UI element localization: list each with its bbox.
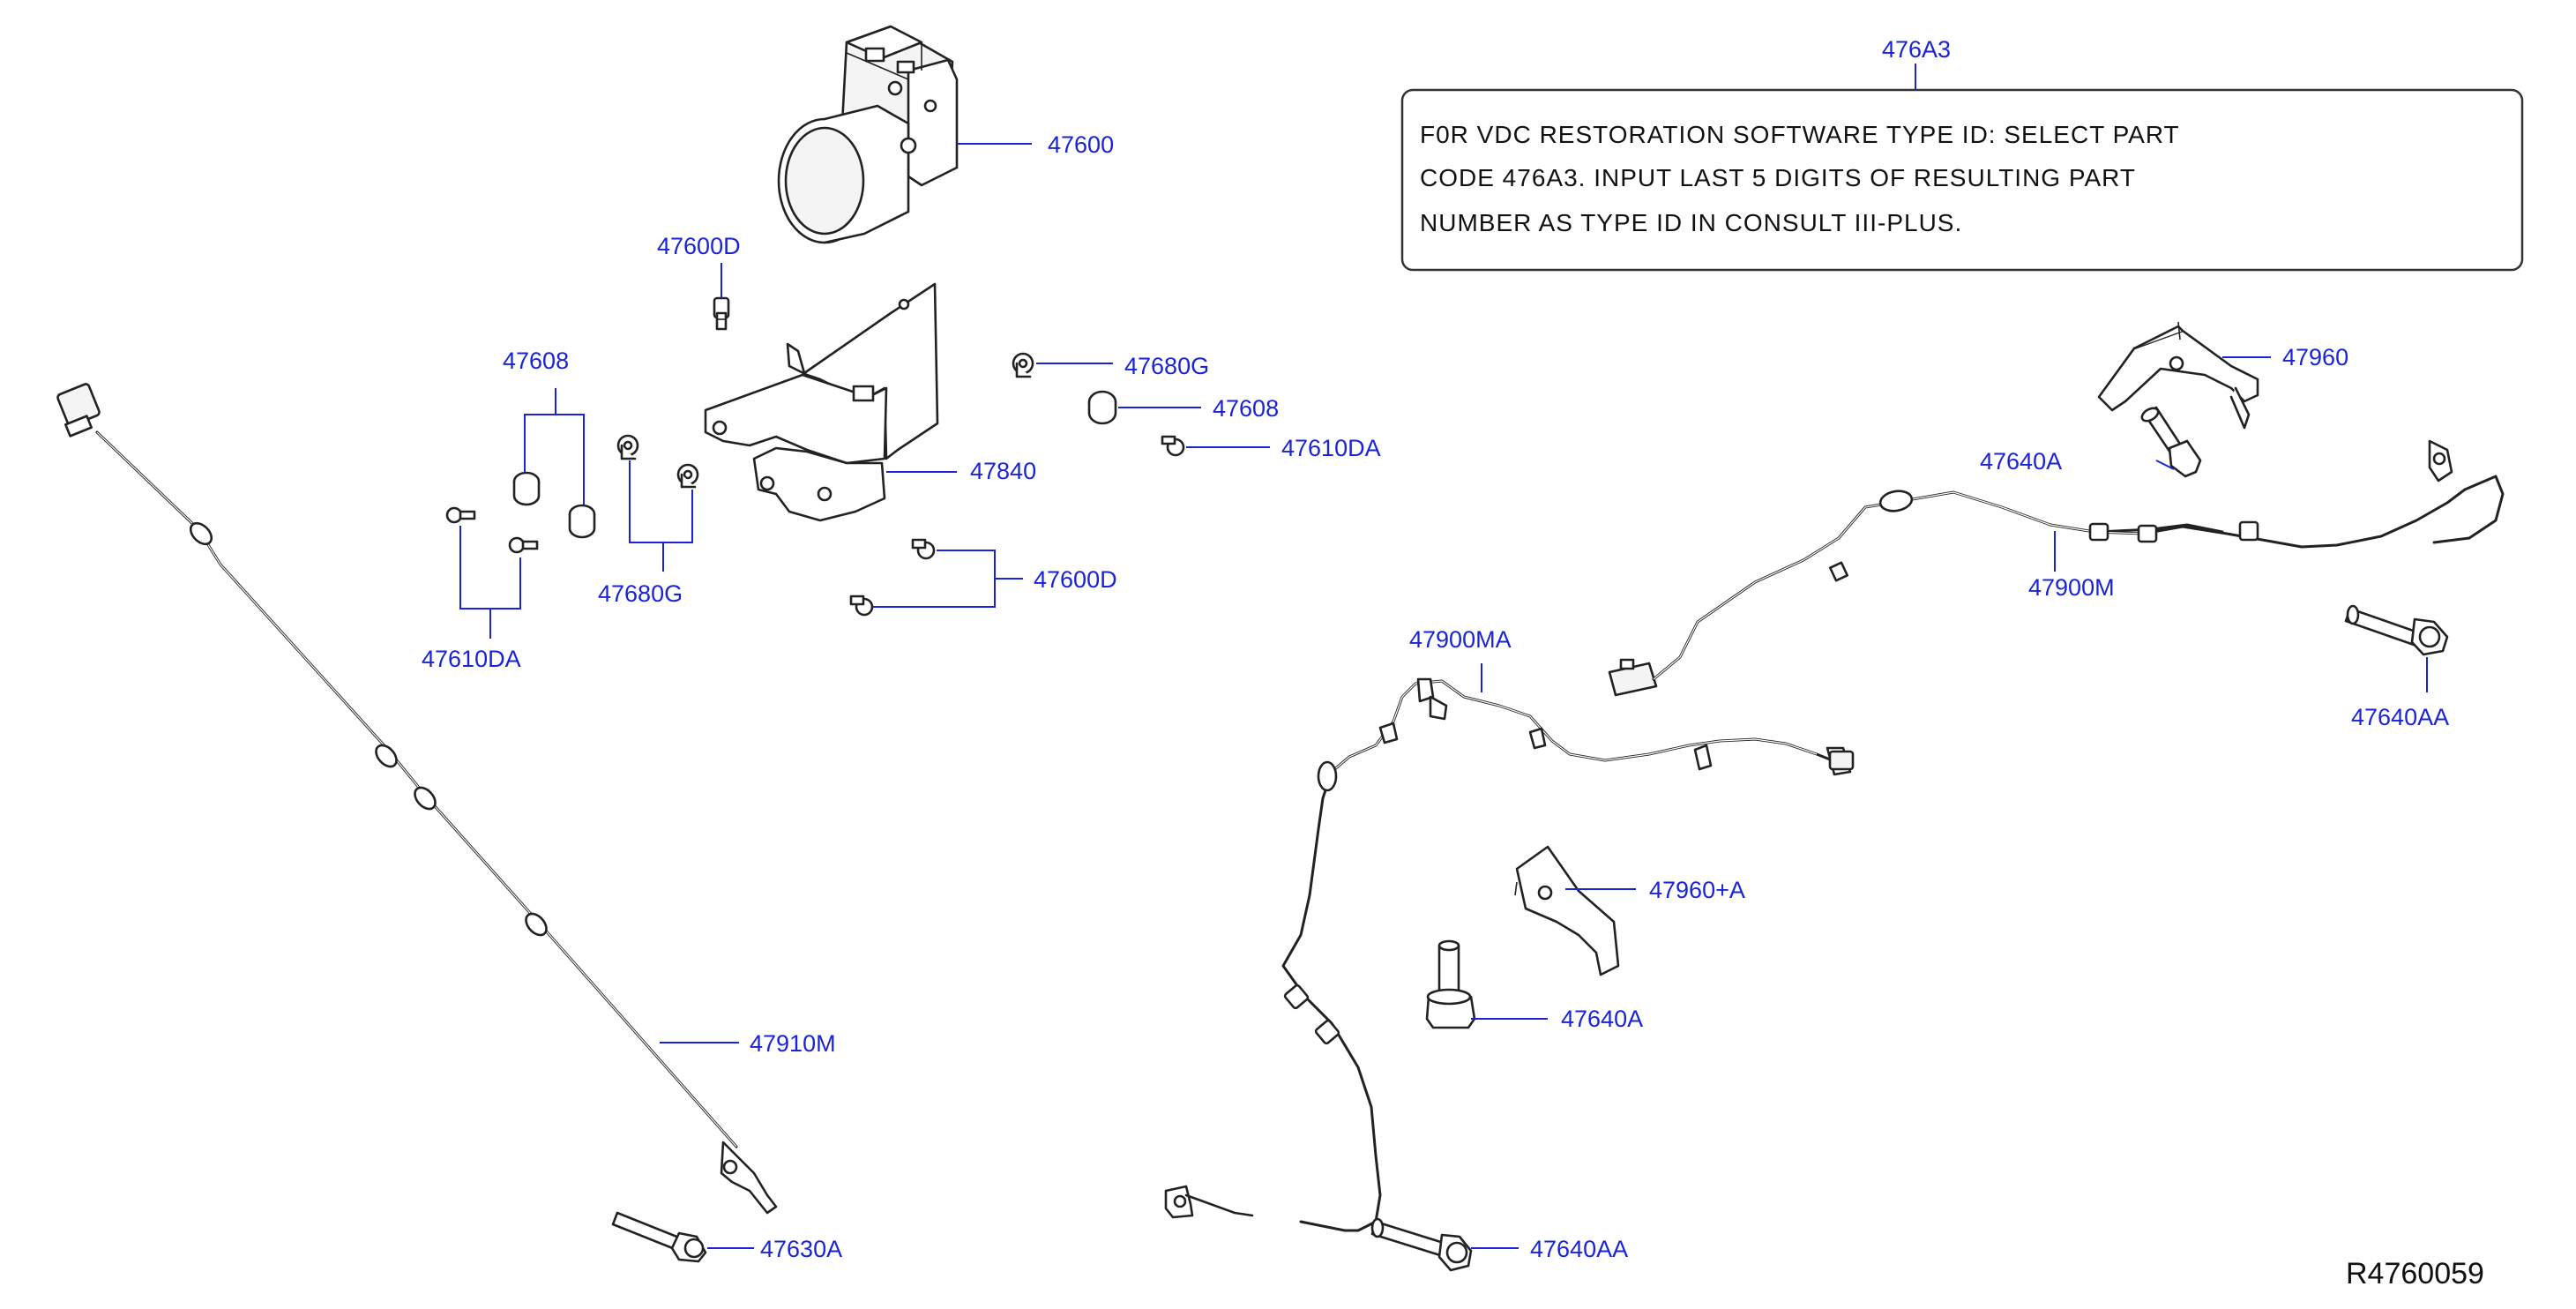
callout-47610DA-right[interactable]: 47610DA bbox=[1281, 435, 1381, 461]
bolt-47640A-top bbox=[2140, 406, 2202, 478]
callout-47680G-right[interactable]: 47680G bbox=[1124, 353, 1209, 379]
callout-47600[interactable]: 47600 bbox=[1048, 131, 1114, 158]
callout-47960A[interactable]: 47960+A bbox=[1649, 877, 1745, 903]
callout-47600D-top[interactable]: 47600D bbox=[657, 233, 741, 259]
bolt-47640A-bottom bbox=[1425, 939, 1476, 1029]
callout-47640A-top[interactable]: 47640A bbox=[1980, 448, 2062, 475]
callout-47600D-bottom[interactable]: 47600D bbox=[1034, 566, 1117, 593]
bolt-47640AA-bottom bbox=[1370, 1217, 1473, 1272]
bolt-47610DA-right bbox=[1161, 435, 1185, 457]
clips-47680G-left bbox=[616, 434, 699, 489]
sensor-harness-47910M bbox=[56, 383, 778, 1215]
sensor-harness-47900MA bbox=[1164, 677, 1855, 1232]
bolts-47600D-bottom bbox=[849, 538, 936, 617]
bracket-47960 bbox=[2097, 321, 2259, 430]
bushing-47608-right bbox=[1087, 390, 1117, 425]
bolt-47640AA-right bbox=[2344, 604, 2449, 656]
callout-47640A-bottom[interactable]: 47640A bbox=[1561, 1006, 1643, 1032]
diagram-reference-number: R4760059 bbox=[2346, 1257, 2484, 1290]
callout-47640AA-bottom[interactable]: 47640AA bbox=[1530, 1236, 1628, 1262]
sensor-harness-47900M bbox=[1608, 439, 2505, 697]
note-box: 476A3 F0R VDC RESTORATION SOFTWARE TYPE … bbox=[1400, 36, 2524, 272]
note-line-2: CODE 476A3. INPUT LAST 5 DIGITS OF RESUL… bbox=[1420, 164, 2136, 191]
callout-47910M[interactable]: 47910M bbox=[750, 1030, 836, 1057]
callout-47610DA-left[interactable]: 47610DA bbox=[422, 646, 521, 672]
bushings-47608-left bbox=[512, 471, 596, 539]
callout-47608-right[interactable]: 47608 bbox=[1213, 395, 1279, 422]
callout-47960[interactable]: 47960 bbox=[2282, 344, 2348, 370]
callout-47840[interactable]: 47840 bbox=[970, 458, 1036, 484]
clip-47680G-right bbox=[1012, 352, 1034, 378]
bolt-47600D-top bbox=[713, 296, 730, 331]
callout-47630A[interactable]: 47630A bbox=[760, 1236, 842, 1262]
bracket-47840 bbox=[704, 282, 939, 522]
callout-47900M[interactable]: 47900M bbox=[2028, 574, 2115, 601]
callout-476A3[interactable]: 476A3 bbox=[1882, 36, 1951, 63]
bracket-47960A bbox=[1514, 845, 1620, 976]
bolts-47610DA-left bbox=[445, 506, 539, 554]
callout-47640AA-right[interactable]: 47640AA bbox=[2351, 704, 2449, 730]
bolt-47630A bbox=[611, 1211, 707, 1263]
abs-actuator-47600 bbox=[777, 25, 959, 244]
note-line-1: F0R VDC RESTORATION SOFTWARE TYPE ID: SE… bbox=[1420, 121, 2180, 148]
note-line-3: NUMBER AS TYPE ID IN CONSULT III-PLUS. bbox=[1420, 209, 1962, 236]
callout-47900MA[interactable]: 47900MA bbox=[1409, 626, 1512, 653]
callout-47608-left[interactable]: 47608 bbox=[503, 348, 569, 374]
callout-47680G-left[interactable]: 47680G bbox=[598, 580, 683, 607]
